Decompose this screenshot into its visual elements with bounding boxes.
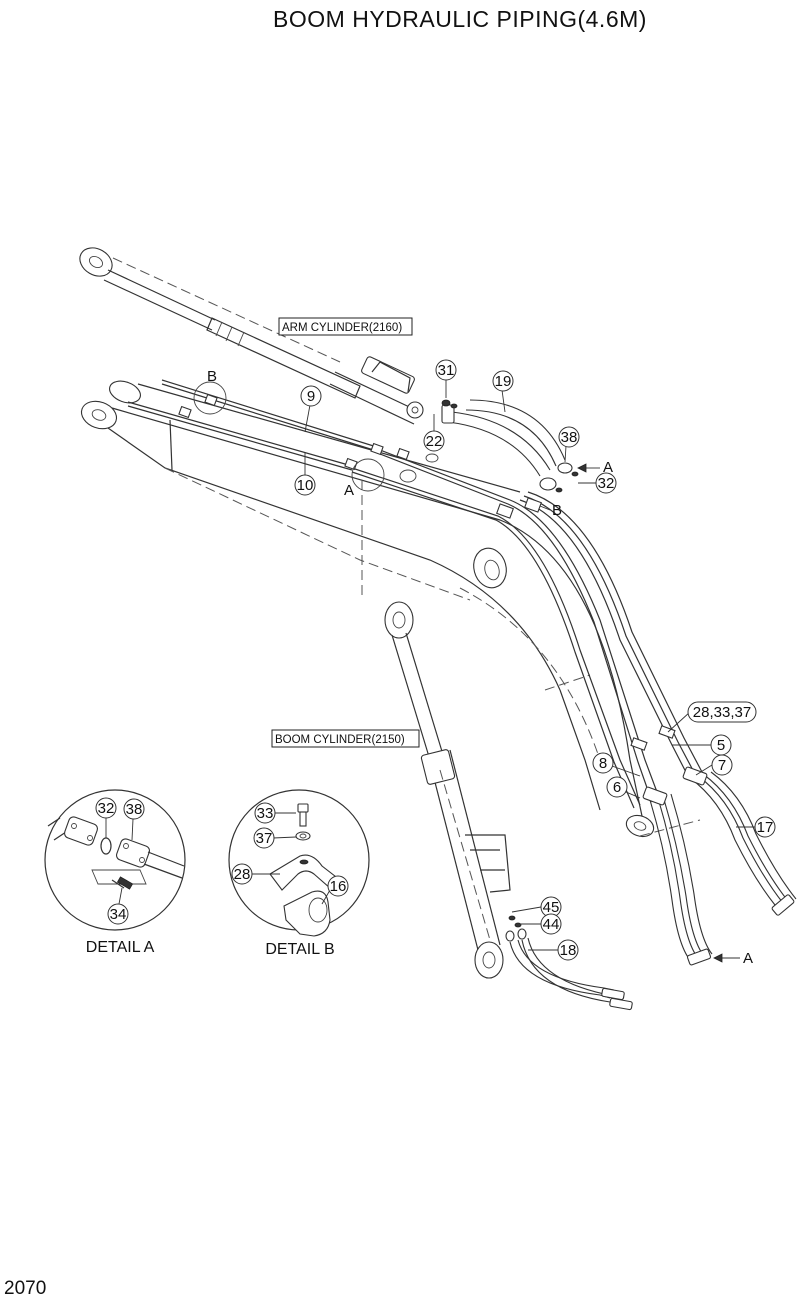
callout-32: 32 <box>598 475 615 492</box>
boom-body <box>80 380 701 838</box>
callout-bubble <box>592 752 614 774</box>
callout-bubble <box>595 472 617 494</box>
callout-19: 19 <box>495 373 512 390</box>
callout-bubble <box>606 776 628 798</box>
callout-bubble <box>557 939 579 961</box>
callout-6: 6 <box>613 779 621 796</box>
reference-letters: B A A B A <box>207 368 753 967</box>
boom-cylinder-label: BOOM CYLINDER(2150) <box>275 734 405 746</box>
detail-b-callout-16: 16 <box>330 878 347 895</box>
ref-letter-a-right: A <box>603 459 613 476</box>
ref-letter-b-top: B <box>207 368 217 385</box>
ref-letter-a-mid: A <box>344 482 354 499</box>
callout-bubble <box>300 385 322 407</box>
detail-a-callout-38: 38 <box>126 801 143 818</box>
page-number: 2070 <box>4 1278 47 1299</box>
detail-b-callout-33: 33 <box>257 805 274 822</box>
callout-44: 44 <box>543 916 560 933</box>
callout-10: 10 <box>297 477 314 494</box>
callout-bubble <box>294 474 316 496</box>
callout-bubble <box>492 370 514 392</box>
arm-cylinder <box>79 247 424 425</box>
callout-bubble <box>423 430 445 452</box>
boom-cylinder-label-box: BOOM CYLINDER(2150) <box>271 729 420 748</box>
detail-a: 32 38 34 DETAIL A <box>44 789 186 956</box>
callout-28-33-37: 28,33,37 <box>693 704 751 721</box>
arm-cylinder-label-box: ARM CYLINDER(2160) <box>278 317 413 336</box>
arm-cylinder-label: ARM CYLINDER(2160) <box>282 322 402 334</box>
hose-19 <box>441 399 579 493</box>
callout-8: 8 <box>599 755 607 772</box>
callouts-main: 31 19 38 22 32 9 10 28,33,37 5 8 7 6 <box>294 359 776 961</box>
pipes-9-10 <box>127 379 703 809</box>
detail-b-callout-37: 37 <box>256 830 273 847</box>
lower-hoses <box>611 765 797 966</box>
detail-a-caption: DETAIL A <box>86 939 155 956</box>
callout-bubble <box>540 913 562 935</box>
detail-reference-markers <box>193 381 385 492</box>
callout-22: 22 <box>426 433 443 450</box>
callout-bubble <box>711 754 733 776</box>
diagram-title: BOOM HYDRAULIC PIPING(4.6M) <box>273 6 647 32</box>
callout-31: 31 <box>438 362 455 379</box>
callout-38: 38 <box>561 429 578 446</box>
hose-18 <box>505 915 633 1011</box>
boom-cylinder <box>384 601 511 979</box>
callout-18: 18 <box>560 942 577 959</box>
detail-a-callout-32: 32 <box>98 800 115 817</box>
callout-bubble <box>687 701 757 723</box>
callout-bubble <box>754 816 776 838</box>
callout-17: 17 <box>757 819 774 836</box>
ref-letter-b-right: B <box>552 502 562 519</box>
callout-45: 45 <box>543 899 560 916</box>
detail-a-callout-34: 34 <box>110 906 127 923</box>
detail-b-caption: DETAIL B <box>265 941 334 958</box>
callout-7: 7 <box>718 757 726 774</box>
callout-bubble <box>558 426 580 448</box>
callout-bubble <box>435 359 457 381</box>
detail-b: 33 37 28 16 DETAIL B <box>228 789 370 958</box>
callout-5: 5 <box>717 737 725 754</box>
ref-letter-a-bottom: A <box>743 950 753 967</box>
detail-b-callout-28: 28 <box>234 866 251 883</box>
callout-9: 9 <box>307 388 315 405</box>
